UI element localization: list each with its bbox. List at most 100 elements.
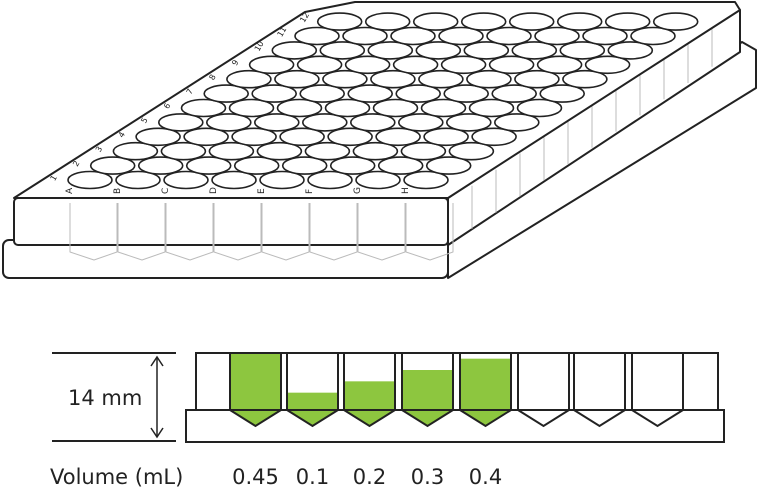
well-G6	[468, 98, 515, 118]
well-F6	[420, 98, 467, 118]
row-label: 7	[185, 87, 195, 96]
well-C7	[299, 84, 346, 103]
row-label: 3	[94, 145, 104, 154]
well-G4	[423, 127, 469, 147]
well-outline	[309, 203, 358, 261]
well-B10	[319, 41, 366, 60]
well-A5	[158, 113, 204, 132]
section-well	[631, 352, 684, 428]
well-G2	[377, 156, 424, 175]
well-D4	[279, 127, 325, 147]
well-D2	[233, 156, 280, 175]
row-label: 4	[117, 130, 127, 139]
well-G12	[604, 12, 651, 31]
well-E1	[259, 170, 305, 190]
column-label: F	[305, 189, 315, 194]
column-label: D	[209, 187, 219, 194]
well-H1	[403, 170, 449, 190]
well-F9	[488, 55, 535, 75]
well-B3	[160, 141, 207, 161]
liquid-fill	[230, 353, 281, 410]
well-B8	[274, 69, 320, 89]
well-B7	[251, 84, 298, 103]
well-H5	[493, 113, 540, 132]
dimension-label: 14 mm	[68, 386, 142, 410]
column-label: B	[113, 188, 123, 194]
well-A2	[89, 156, 136, 175]
well-A10	[271, 41, 318, 60]
well-B1	[115, 170, 161, 190]
well-E5	[349, 113, 396, 132]
liquid-fill	[287, 392, 338, 410]
well-C3	[208, 141, 255, 161]
well-B6	[228, 98, 275, 118]
well-G9	[536, 55, 583, 75]
row-label: 5	[139, 116, 149, 125]
well-outline	[69, 203, 118, 261]
section-well	[286, 352, 339, 428]
well-C12	[412, 12, 459, 31]
well-A1	[67, 170, 113, 190]
row-label: 1	[49, 174, 59, 183]
well-F1	[307, 170, 353, 190]
volume-axis-label: Volume (mL)	[50, 465, 183, 489]
section-well	[229, 352, 282, 428]
well-E12	[508, 12, 555, 31]
well-H11	[630, 26, 676, 46]
well-B2	[137, 156, 184, 175]
well-G1	[355, 170, 401, 190]
well-C11	[390, 26, 436, 46]
well-G8	[514, 69, 560, 89]
well-E8	[418, 69, 464, 89]
well-F10	[511, 41, 558, 60]
well-A9	[248, 55, 295, 75]
cross-section-view	[52, 352, 725, 443]
well-D5	[301, 113, 348, 132]
well-H4	[471, 127, 517, 147]
well-A7	[203, 84, 249, 103]
well-C5	[253, 113, 300, 132]
well-B12	[364, 12, 411, 31]
row-label: 10	[253, 40, 266, 53]
well-D6	[324, 98, 371, 118]
well-C10	[367, 41, 414, 60]
well-D1	[211, 170, 257, 190]
row-label: 11	[276, 25, 289, 38]
well-A4	[135, 127, 181, 147]
well-E11	[486, 26, 532, 46]
liquid-fill	[402, 370, 453, 410]
well-G3	[400, 141, 447, 161]
well-C1	[163, 170, 209, 190]
well-H6	[516, 98, 563, 118]
well-H3	[448, 141, 495, 161]
well-H8	[562, 69, 608, 89]
well-outline	[405, 203, 454, 261]
volume-value: 0.2	[353, 465, 386, 489]
well-G7	[491, 84, 538, 103]
well-C8	[322, 69, 368, 89]
well-D10	[415, 41, 462, 60]
section-well	[459, 352, 512, 428]
row-label: 9	[230, 58, 240, 67]
well-outline	[357, 203, 406, 261]
section-well	[517, 352, 570, 428]
well-D12	[460, 12, 507, 31]
well-B9	[296, 55, 343, 75]
well-D3	[256, 141, 303, 161]
well-E10	[463, 41, 510, 60]
well-F11	[534, 26, 580, 46]
well-E2	[281, 156, 328, 175]
well-D7	[347, 84, 394, 103]
well-F7	[443, 84, 490, 103]
well-C4	[231, 127, 277, 147]
volume-value: 0.45	[232, 465, 279, 489]
well-E6	[372, 98, 419, 118]
well-B11	[342, 26, 388, 46]
column-label: A	[65, 187, 75, 194]
well-outline	[165, 203, 214, 261]
liquid-fill	[460, 358, 511, 410]
well-G10	[559, 41, 606, 60]
well-A12	[316, 12, 363, 31]
